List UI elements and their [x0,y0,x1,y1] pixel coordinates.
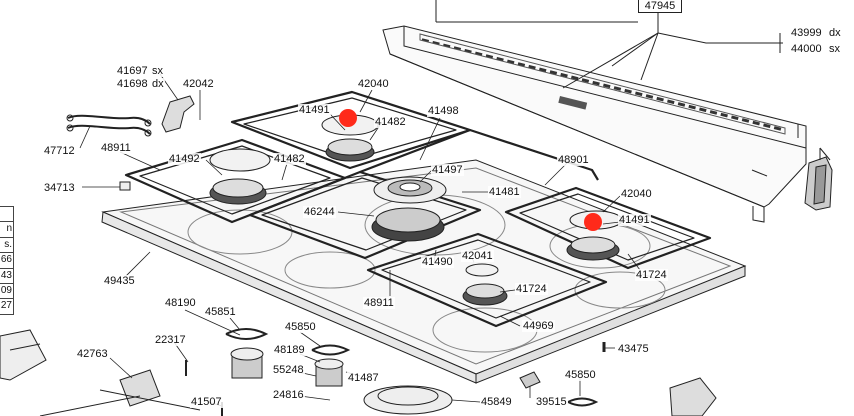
part-label: 48911 [100,142,132,154]
leader-lines-top [435,0,783,89]
bottom-components [0,328,717,416]
part-label: 47712 [43,145,76,157]
part-label: 48189 [273,344,306,356]
parts-table-fragment: n s. 66 43 09 27 [0,206,14,315]
part-label: 48901 [557,154,590,166]
part-label-boxed: 47945 [638,0,682,13]
table-cell: 27 [0,299,13,315]
part-label: 48190 [164,297,197,309]
burner-center [371,176,447,242]
part-label: 41482 [273,153,306,165]
burner-left [209,148,271,205]
part-variant-label: dx [828,27,842,39]
table-cell: 43 [0,269,13,284]
part-label: 46244 [303,206,336,218]
part-label: 41698 [116,78,149,90]
burners [209,114,623,306]
part-label: 48911 [363,297,395,309]
table-cell [0,207,13,223]
highlight-markers [339,109,602,231]
small-parts-left [66,95,195,191]
part-label: 41724 [515,283,548,295]
table-cell: 09 [0,284,13,300]
part-label: 41497 [431,164,464,176]
part-label: 45849 [480,396,513,408]
highlight-marker [339,109,357,127]
part-label: 43999 [790,27,823,39]
part-label: 41487 [347,372,380,384]
part-variant-label: sx [828,43,841,55]
part-label: 41492 [168,153,201,165]
part-label: 42040 [620,188,653,200]
part-variant-label: dx [151,78,165,90]
part-label: 55248 [272,364,305,376]
part-label: 45851 [204,306,237,318]
part-label: 45850 [284,321,317,333]
side-bracket [804,147,833,211]
part-label: 41507 [190,396,223,408]
part-label: 41491 [298,104,331,116]
part-label: 41724 [635,269,668,281]
part-label: 22317 [154,334,187,346]
part-label: 42040 [357,78,390,90]
part-variant-label: sx [151,65,164,77]
part-label: 41697 [116,65,149,77]
part-label: 43475 [617,343,650,355]
part-label: 42041 [461,250,494,262]
part-label: 41498 [427,105,460,117]
part-label: 34713 [43,182,76,194]
part-label: 44969 [522,320,555,332]
highlight-marker [584,213,602,231]
part-label: 45850 [564,369,597,381]
table-cell: n [0,222,13,238]
table-cell: s. [0,238,13,254]
part-label: 41482 [374,116,407,128]
part-label: 42042 [182,78,215,90]
table-cell: 66 [0,253,13,269]
part-label: 24816 [272,389,305,401]
part-label: 39515 [535,396,568,408]
burner-front [462,263,508,306]
back-panel [382,25,807,223]
part-label: 49435 [103,275,136,287]
part-label: 41491 [618,214,651,226]
part-label: 44000 [790,43,823,55]
part-label: 41490 [421,256,454,268]
part-label: 42763 [76,348,109,360]
part-label: 41481 [488,186,521,198]
